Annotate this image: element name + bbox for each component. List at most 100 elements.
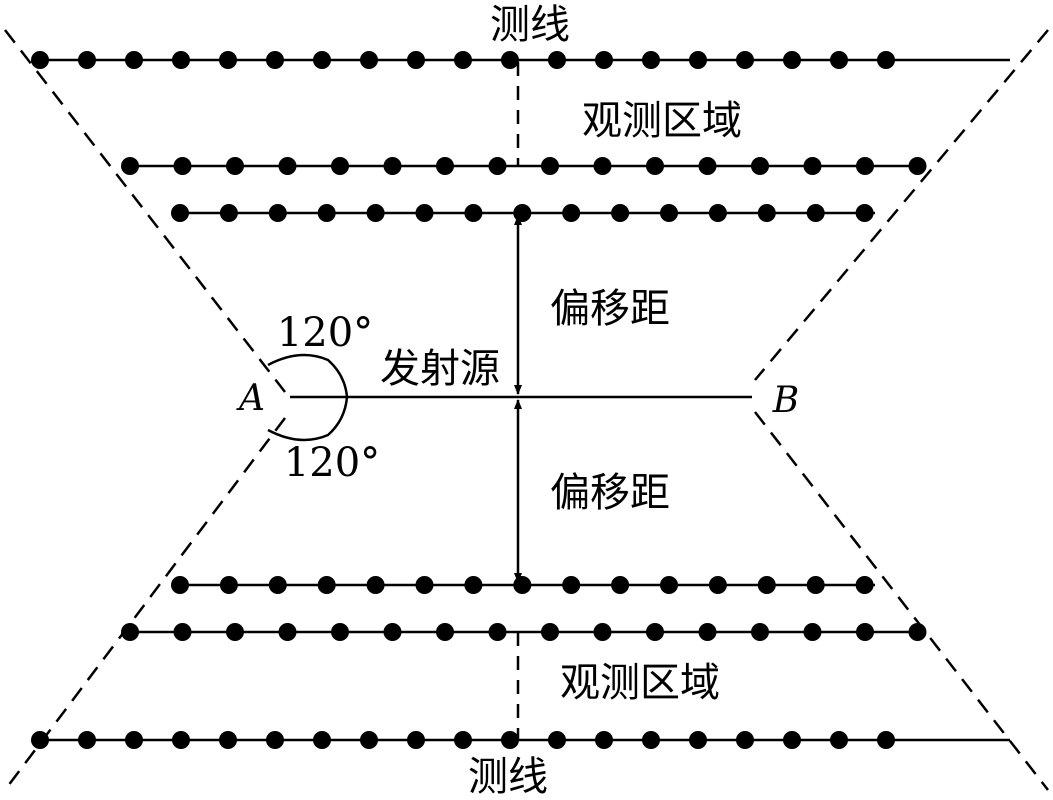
receiver-dot <box>278 623 297 641</box>
boundary-line-top-right <box>754 29 1049 381</box>
receiver-dot <box>171 576 189 594</box>
survey-line-label-top: 测线 <box>490 2 570 48</box>
receiver-dot <box>436 157 454 175</box>
receiver-dot <box>689 51 707 69</box>
receiver-dot <box>317 576 336 594</box>
point-b-label: B <box>772 380 799 421</box>
receiver-dot <box>464 576 483 594</box>
receiver-dot <box>78 731 96 749</box>
boundary-line-top-left <box>4 29 286 393</box>
receiver-dot <box>751 157 769 175</box>
receiver-dot <box>501 51 519 69</box>
receiver-dot <box>436 623 454 641</box>
receiver-dot <box>313 51 331 69</box>
receiver-dot <box>562 576 581 594</box>
receiver-dot <box>488 623 507 641</box>
receiver-dot <box>708 576 727 594</box>
receiver-dot <box>855 204 874 222</box>
receiver-dot <box>488 157 507 175</box>
receiver-dot <box>593 623 612 641</box>
receiver-dot <box>830 51 848 69</box>
receiver-dot <box>541 157 559 175</box>
receiver-dot <box>266 51 284 69</box>
receiver-dot <box>125 731 143 749</box>
receiver-dot <box>541 623 559 641</box>
boundary-line-bottom-right <box>754 411 1049 791</box>
receiver-dot <box>415 204 434 222</box>
source-label: 发射源 <box>380 346 500 392</box>
receiver-dot <box>407 51 425 69</box>
receiver-dot <box>806 576 825 594</box>
receiver-dot <box>31 51 49 69</box>
receiver-dot <box>757 576 776 594</box>
survey-line-label-bottom: 测线 <box>468 754 548 800</box>
receiver-dot <box>172 731 190 749</box>
receiver-dot <box>219 576 238 594</box>
receiver-dot <box>660 204 678 222</box>
receiver-dot <box>856 623 874 641</box>
receiver-dot <box>757 204 776 222</box>
receiver-dot <box>736 731 754 749</box>
receiver-dot <box>642 731 660 749</box>
receiver-dot <box>454 51 472 69</box>
receiver-dot <box>219 204 238 222</box>
boundary-lines <box>4 29 1049 791</box>
observation-area-label-bottom: 观测区域 <box>560 660 720 706</box>
receiver-dot <box>366 204 385 222</box>
receiver-dot <box>173 157 192 175</box>
receiver-dot <box>611 204 630 222</box>
receiver-dot <box>611 576 630 594</box>
angle-arc-bottom <box>267 396 349 442</box>
boundary-line-bottom-left <box>4 417 286 791</box>
receiver-dot <box>268 576 287 594</box>
receiver-dot <box>698 157 717 175</box>
receiver-dot <box>360 51 378 69</box>
receiver-dot <box>908 157 927 175</box>
receiver-dot <box>219 731 237 749</box>
receiver-dot <box>268 204 287 222</box>
receiver-dot <box>360 731 378 749</box>
receiver-dot <box>121 157 139 175</box>
receiver-dot <box>642 51 660 69</box>
receiver-dot <box>383 623 402 641</box>
receiver-dot <box>830 731 848 749</box>
receiver-dot <box>464 204 483 222</box>
receiver-dot <box>383 157 402 175</box>
receiver-dot <box>803 157 822 175</box>
receiver-dot <box>125 51 143 69</box>
receiver-dot <box>783 731 801 749</box>
receiver-dot <box>595 51 613 69</box>
receiver-dot <box>31 731 49 749</box>
receiver-dot <box>736 51 754 69</box>
receiver-dot <box>78 51 96 69</box>
receiver-dot <box>501 731 519 749</box>
receiver-dot <box>226 157 244 175</box>
receiver-dot <box>548 731 566 749</box>
receiver-dot <box>593 157 612 175</box>
receiver-points <box>31 51 927 749</box>
receiver-dot <box>877 731 895 749</box>
receiver-dot <box>278 157 297 175</box>
receiver-dot <box>595 731 613 749</box>
receiver-dot <box>121 623 139 641</box>
receiver-dot <box>689 731 707 749</box>
receiver-dot <box>908 623 927 641</box>
receiver-dot <box>646 623 664 641</box>
angle-label-top: 120° <box>277 310 373 356</box>
receiver-dot <box>317 204 336 222</box>
point-a-label: A <box>236 378 265 419</box>
receiver-dot <box>513 576 532 594</box>
receiver-dot <box>708 204 727 222</box>
receiver-dot <box>513 204 532 222</box>
receiver-dot <box>172 51 190 69</box>
receiver-dot <box>783 51 801 69</box>
receiver-dot <box>313 731 331 749</box>
receiver-dot <box>415 576 434 594</box>
offset-label-bottom: 偏移距 <box>550 470 670 516</box>
receiver-dot <box>173 623 192 641</box>
angle-label-bottom: 120° <box>284 440 380 486</box>
receiver-dot <box>803 623 822 641</box>
receiver-dot <box>646 157 664 175</box>
angle-arcs <box>267 353 349 442</box>
